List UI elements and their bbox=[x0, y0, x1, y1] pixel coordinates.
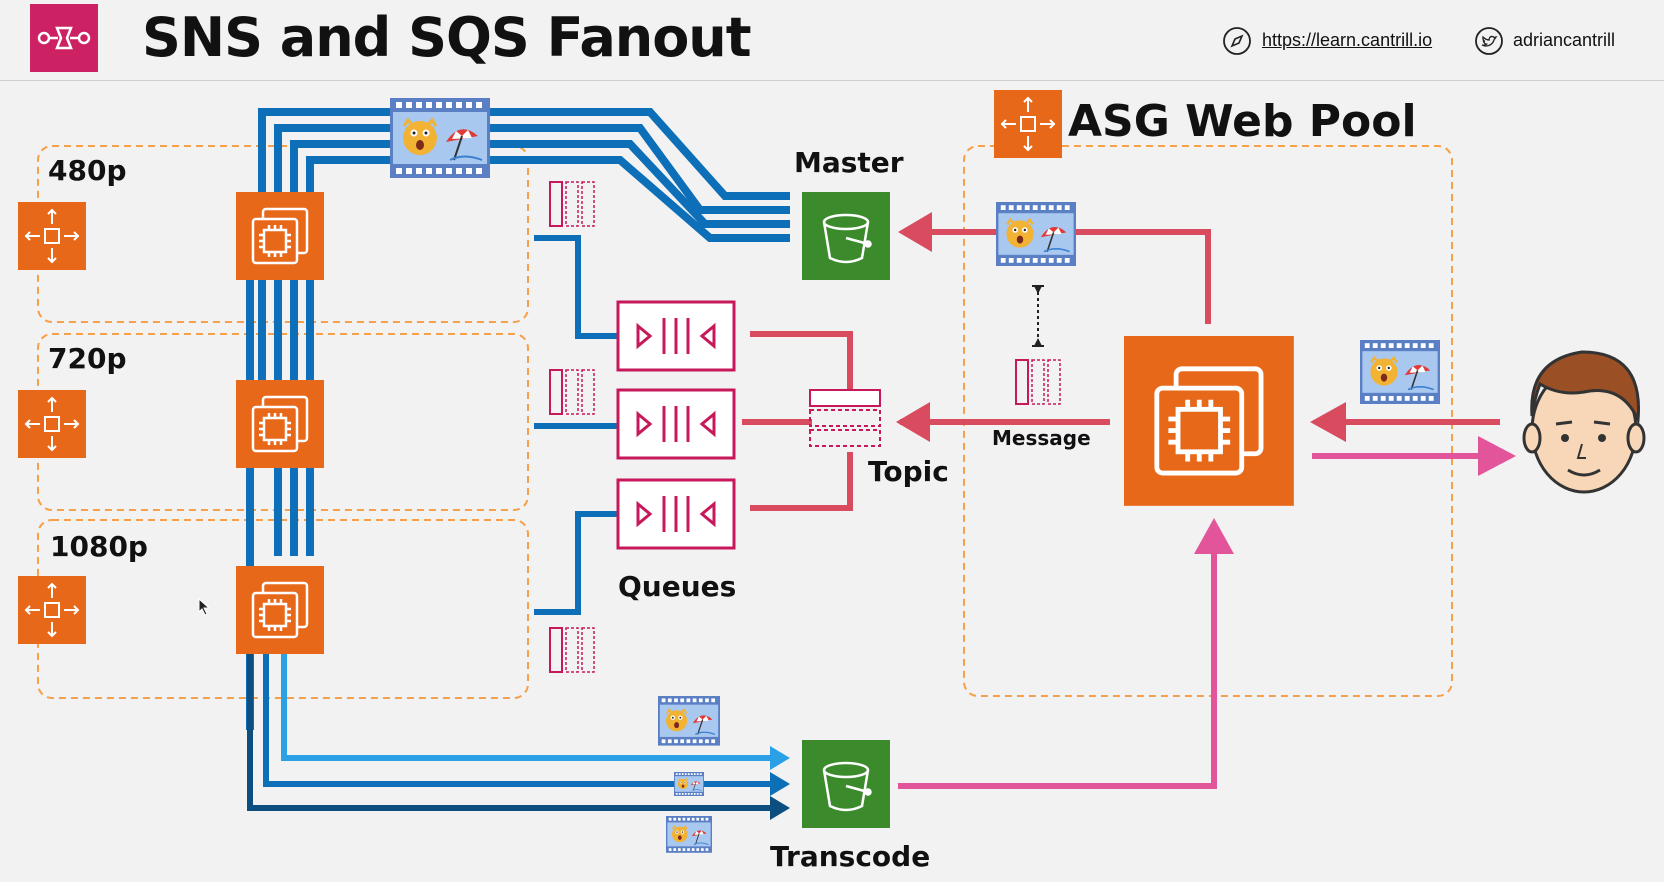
message-480p-icon bbox=[549, 181, 595, 227]
user-avatar-icon bbox=[1522, 350, 1646, 494]
message-icon bbox=[1015, 359, 1061, 405]
twitter-icon bbox=[1475, 27, 1503, 55]
video-file-1080p-output-icon bbox=[657, 695, 721, 747]
queue-1080p-icon bbox=[616, 478, 736, 550]
social-handle: adriancantrill bbox=[1513, 30, 1616, 50]
ec2-web-server-icon bbox=[1124, 336, 1294, 506]
mouse-pointer-icon bbox=[198, 598, 211, 616]
video-file-upload-icon bbox=[994, 200, 1078, 268]
asg-web-pool-icon bbox=[993, 89, 1063, 159]
ec2-1080p-worker-icon bbox=[234, 564, 326, 656]
asg-1080p-icon bbox=[17, 575, 87, 645]
learn-cantrill-link[interactable]: https://learn.cantrill.io bbox=[1262, 30, 1433, 50]
topic-icon bbox=[809, 389, 881, 447]
message-1080p-icon bbox=[549, 627, 595, 673]
ec2-720p-worker-icon bbox=[234, 378, 326, 470]
message-720p-icon bbox=[549, 369, 595, 415]
transcode-bucket-icon bbox=[800, 738, 892, 830]
message-label: Message bbox=[992, 426, 1091, 450]
video-file-user-icon bbox=[1358, 338, 1442, 406]
asg-web-pool-label: ASG Web Pool bbox=[1068, 96, 1417, 147]
ec2-480p-worker-icon bbox=[234, 190, 326, 282]
video-file-master-icon bbox=[388, 96, 492, 180]
tier-480p-label: 480p bbox=[48, 154, 127, 187]
asg-480p-icon bbox=[17, 201, 87, 271]
master-label: Master bbox=[794, 146, 904, 179]
transcode-label: Transcode bbox=[770, 840, 931, 873]
header-bar: SNS and SQS Fanout https://learn.cantril… bbox=[0, 0, 1664, 81]
sns-sqs-service-icon bbox=[30, 4, 98, 72]
tier-1080p-label: 1080p bbox=[50, 530, 148, 563]
compass-icon bbox=[1223, 27, 1251, 55]
queue-720p-icon bbox=[616, 388, 736, 460]
queues-label: Queues bbox=[618, 570, 737, 603]
page-title: SNS and SQS Fanout bbox=[142, 6, 752, 69]
video-file-480p-output-icon bbox=[673, 771, 705, 797]
queue-480p-icon bbox=[616, 300, 736, 372]
topic-label: Topic bbox=[868, 455, 949, 488]
video-file-720p-output-icon bbox=[665, 815, 713, 854]
asg-720p-icon bbox=[17, 389, 87, 459]
tier-720p-label: 720p bbox=[48, 342, 127, 375]
master-bucket-icon bbox=[800, 190, 892, 282]
